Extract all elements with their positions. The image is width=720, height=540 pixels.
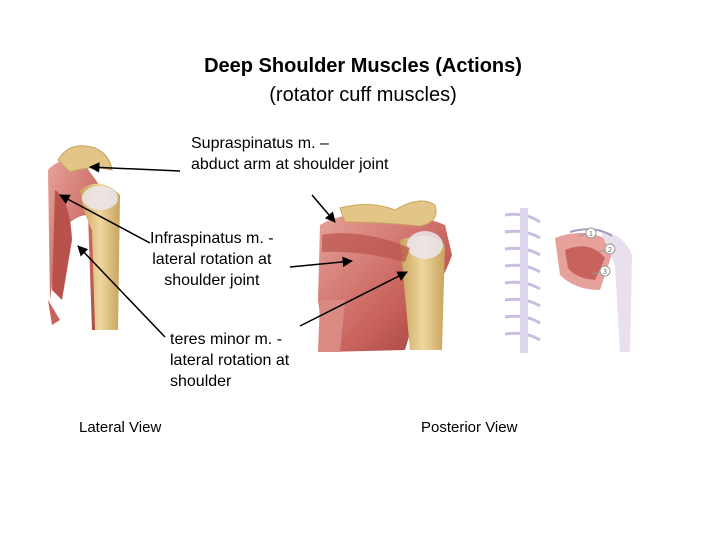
arrow-supraspinatus-posterior (312, 195, 335, 222)
lateral-view-image (48, 146, 120, 330)
callout-1-number: 1 (589, 231, 593, 238)
infraspinatus-label-line-2: lateral rotation at (150, 249, 274, 270)
supraspinatus-label: Supraspinatus m. – abduct arm at shoulde… (191, 133, 388, 175)
teres-minor-label-line-3: shoulder (170, 371, 289, 392)
posterior-view-image (318, 201, 452, 352)
supraspinatus-label-line-1: Supraspinatus m. – (191, 133, 388, 154)
infraspinatus-label: Infraspinatus m. - lateral rotation at s… (150, 228, 274, 291)
callout-3-number: 3 (603, 269, 607, 276)
teres-minor-label: teres minor m. - lateral rotation at sho… (170, 329, 289, 392)
infraspinatus-label-line-1: Infraspinatus m. - (150, 228, 274, 249)
lateral-view-caption: Lateral View (79, 419, 161, 436)
teres-minor-label-line-1: teres minor m. - (170, 329, 289, 350)
posterior-view-caption: Posterior View (421, 419, 517, 436)
supraspinatus-label-line-2: abduct arm at shoulder joint (191, 154, 388, 175)
callout-2-number: 2 (608, 247, 612, 254)
teres-minor-label-line-2: lateral rotation at (170, 350, 289, 371)
thumbnail-skeleton-image (500, 205, 635, 353)
infraspinatus-label-line-3: shoulder joint (150, 270, 274, 291)
